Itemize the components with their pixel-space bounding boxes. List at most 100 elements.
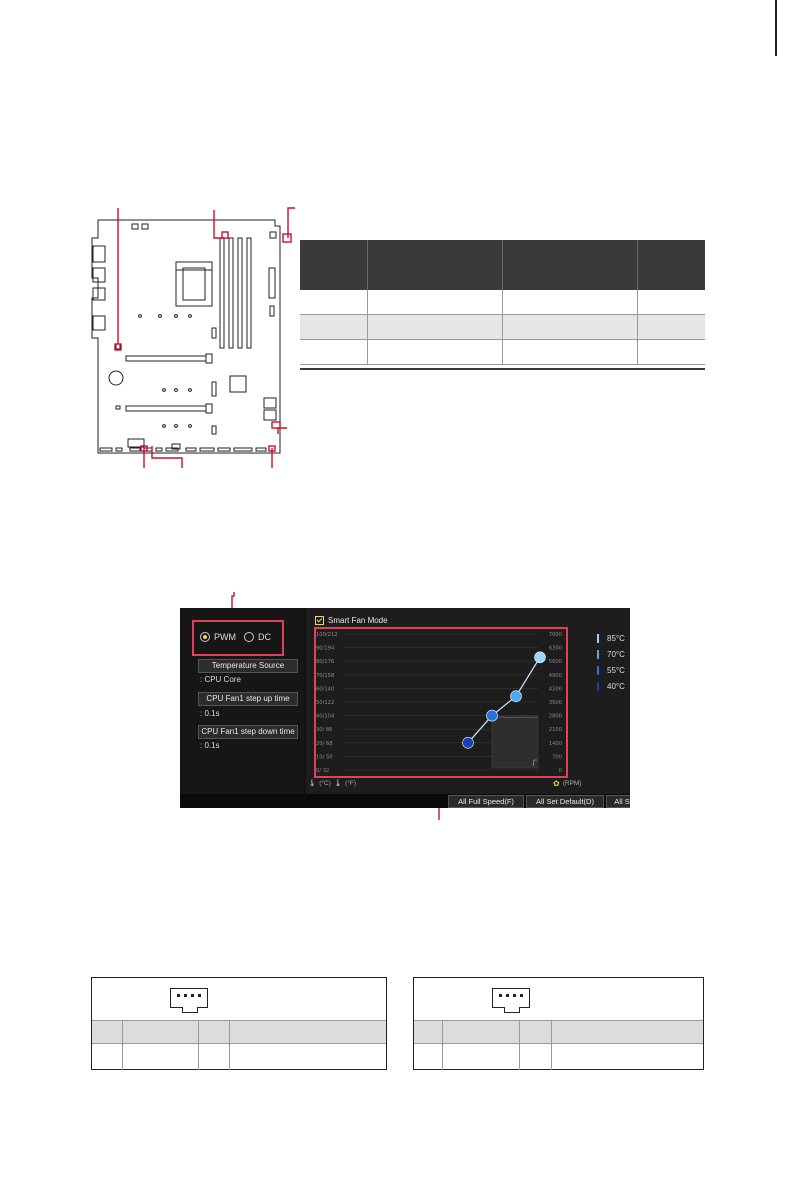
- fan-curve-point[interactable]: [486, 709, 498, 722]
- fan-monitor-trace: [491, 716, 539, 719]
- spec-cell: [502, 290, 638, 315]
- rpm-tick-label: 4900: [549, 673, 562, 679]
- legend-label: 85°C: [607, 633, 625, 643]
- fan-monitor-panel: [491, 715, 539, 769]
- rpm-tick-label: 0: [559, 768, 562, 774]
- spec-table-row: [300, 290, 705, 315]
- fan-curve-point[interactable]: [462, 737, 474, 749]
- spec-cell: [502, 314, 638, 340]
- temperature-units: 🌡 (°C) 🌡 (°F): [308, 779, 357, 788]
- temp-tick-label: 10/ 50: [316, 754, 333, 760]
- temp-tick-label: 30/ 86: [316, 727, 333, 733]
- fan-mode-selector: PWM DC: [200, 632, 271, 642]
- pin-table-header: [414, 1020, 703, 1044]
- legend-item: 70°C: [597, 646, 625, 662]
- fan-monitor-marker: [532, 759, 537, 767]
- motherboard-diagram: [91, 207, 295, 468]
- temp-tick-label: 40/104: [316, 714, 335, 720]
- fan-curve-point[interactable]: [534, 651, 546, 664]
- spec-cell: [367, 339, 503, 365]
- bios-fan-control-screenshot: PWM DC Temperature Source : CPU Core CPU…: [180, 608, 630, 808]
- spec-header-cell: [502, 240, 638, 290]
- spec-cell: [367, 290, 503, 315]
- temp-tick-label: 50/122: [316, 700, 334, 706]
- pwm-dc-highlight: [192, 620, 284, 656]
- step-down-time-value: : 0.1s: [200, 741, 220, 750]
- legend-swatch: [597, 681, 599, 691]
- legend-item: 85°C: [597, 630, 625, 646]
- step-down-time-button[interactable]: CPU Fan1 step down time: [198, 725, 298, 739]
- temperature-source-value: : CPU Core: [200, 675, 241, 684]
- temperature-source-button[interactable]: Temperature Source: [198, 659, 298, 673]
- temp-tick-label: 90/194: [316, 646, 335, 652]
- spec-table: [300, 240, 705, 365]
- rpm-unit-area: ✿ (RPM): [553, 779, 581, 788]
- temp-tick-label: 70/158: [316, 673, 334, 679]
- temperature-legend: 85°C 70°C 55°C 40°C: [597, 630, 625, 694]
- fan-icon: ✿: [553, 779, 560, 788]
- fan-connector-icon: [492, 988, 530, 1013]
- pwm-radio[interactable]: [200, 632, 210, 642]
- spec-cell: [300, 314, 368, 340]
- all-full-speed-button[interactable]: All Full Speed(F): [448, 795, 524, 808]
- fan-connector-icon: [170, 988, 208, 1013]
- all-set-default-button[interactable]: All Set Default(D): [526, 795, 604, 808]
- pwm-label: PWM: [214, 632, 236, 642]
- pin-table-header: [92, 1020, 386, 1044]
- rpm-tick-label: 5600: [549, 659, 562, 665]
- legend-swatch: [597, 665, 599, 675]
- legend-swatch: [597, 633, 599, 643]
- temp-tick-label: 100/212: [316, 632, 338, 638]
- legend-label: 70°C: [607, 649, 625, 659]
- smart-fan-mode-label: Smart Fan Mode: [328, 616, 388, 625]
- rpm-tick-label: 4200: [549, 686, 562, 692]
- legend-label: 40°C: [607, 681, 625, 691]
- smart-fan-checkbox[interactable]: [315, 616, 324, 625]
- thermometer-icon: 🌡: [333, 780, 343, 787]
- spec-header-cell: [300, 240, 368, 290]
- spec-cell: [637, 339, 705, 365]
- legend-swatch: [597, 649, 599, 659]
- fan-curve-point[interactable]: [510, 690, 522, 702]
- legend-item: 40°C: [597, 678, 625, 694]
- thermometer-icon: 🌡: [308, 780, 317, 787]
- spec-table-frame: [300, 240, 705, 370]
- spec-cell: [502, 339, 638, 365]
- legend-item: 55°C: [597, 662, 625, 678]
- rpm-tick-label: 2100: [549, 727, 562, 733]
- fan-curve-panel: [306, 608, 630, 794]
- temp-tick-label: 20/ 68: [316, 741, 333, 747]
- spec-cell: [637, 290, 705, 315]
- temp-tick-label: 60/140: [316, 686, 334, 692]
- temp-tick-label: 80/176: [316, 659, 334, 665]
- rpm-tick-label: 3500: [549, 700, 562, 706]
- spec-header-cell: [367, 240, 503, 290]
- rpm-tick-label: 7000: [549, 632, 562, 638]
- rpm-unit: (RPM): [562, 780, 582, 787]
- rpm-tick-label: 6300: [549, 646, 562, 652]
- fan-curve-highlight: [314, 627, 568, 778]
- step-up-time-button[interactable]: CPU Fan1 step up time: [198, 692, 298, 706]
- spec-cell: [300, 339, 368, 365]
- page-cut-mark: [775, 0, 777, 56]
- fan-curve-line: [467, 656, 541, 744]
- pin-table-right: [413, 977, 704, 1070]
- rpm-tick-label: 700: [552, 754, 562, 760]
- spec-table-row: [300, 339, 705, 365]
- spec-table-row: [300, 314, 705, 340]
- fahrenheit-unit: (°F): [345, 779, 357, 787]
- spec-cell: [300, 290, 368, 315]
- spec-table-header-row: [300, 240, 705, 290]
- all-set-cancel-button[interactable]: All S: [606, 795, 630, 808]
- dc-label: DC: [258, 632, 271, 642]
- spec-cell: [367, 314, 503, 340]
- step-up-time-value: : 0.1s: [200, 709, 220, 718]
- celsius-unit: (°C): [319, 779, 331, 787]
- smart-fan-mode-toggle[interactable]: Smart Fan Mode: [315, 616, 388, 625]
- temp-tick-label: 0/ 32: [316, 768, 329, 774]
- rpm-tick-label: 1400: [549, 741, 562, 747]
- pin-table-left: [91, 977, 387, 1070]
- dc-radio[interactable]: [244, 632, 254, 642]
- spec-header-cell: [637, 240, 705, 290]
